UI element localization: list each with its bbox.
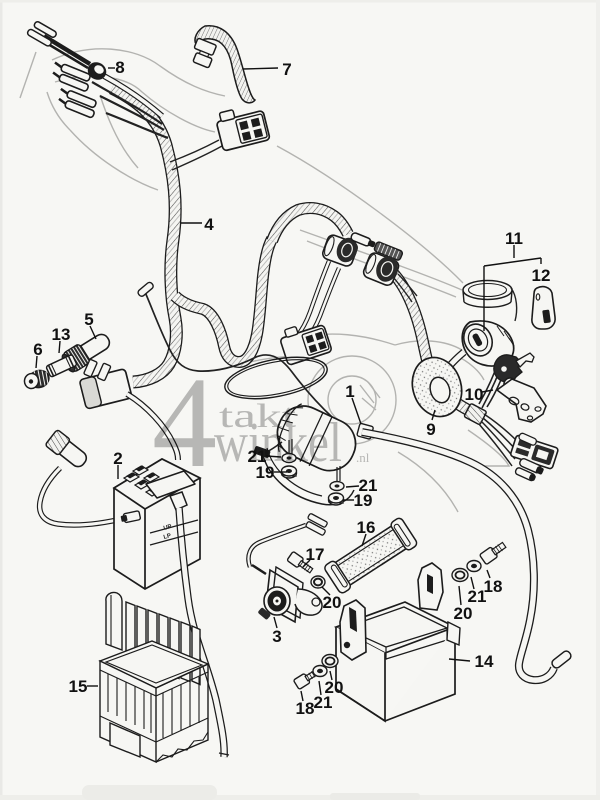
svg-text:5: 5 (84, 310, 93, 329)
svg-text:16: 16 (357, 518, 376, 537)
svg-text:17: 17 (306, 545, 325, 564)
svg-text:21: 21 (468, 587, 487, 606)
svg-text:14: 14 (475, 652, 494, 671)
svg-text:18: 18 (296, 699, 315, 718)
svg-text:.nl: .nl (356, 450, 370, 465)
svg-text:20: 20 (454, 604, 473, 623)
svg-text:21: 21 (359, 476, 378, 495)
svg-text:11: 11 (505, 229, 523, 248)
svg-text:18: 18 (484, 577, 503, 596)
svg-text:4: 4 (152, 351, 217, 495)
svg-text:8: 8 (115, 58, 124, 77)
svg-text:winkel: winkel (214, 412, 342, 474)
svg-text:19: 19 (256, 463, 275, 482)
svg-text:20: 20 (323, 593, 342, 612)
svg-text:4: 4 (204, 215, 214, 234)
svg-text:1: 1 (345, 382, 354, 401)
svg-text:13: 13 (52, 325, 71, 344)
svg-text:21: 21 (248, 447, 267, 466)
svg-text:20: 20 (325, 678, 344, 697)
svg-text:9: 9 (426, 420, 435, 439)
svg-text:3: 3 (272, 627, 281, 646)
svg-text:2: 2 (113, 449, 122, 468)
svg-text:UP: UP (163, 524, 173, 532)
svg-text:10: 10 (465, 385, 484, 404)
svg-text:15: 15 (69, 677, 88, 696)
svg-text:19: 19 (354, 491, 373, 510)
svg-text:12: 12 (532, 266, 551, 285)
svg-text:6: 6 (33, 340, 42, 359)
svg-text:7: 7 (282, 60, 291, 79)
svg-text:takt: takt (219, 398, 297, 435)
svg-text:LP: LP (163, 533, 172, 541)
svg-text:21: 21 (314, 693, 333, 712)
